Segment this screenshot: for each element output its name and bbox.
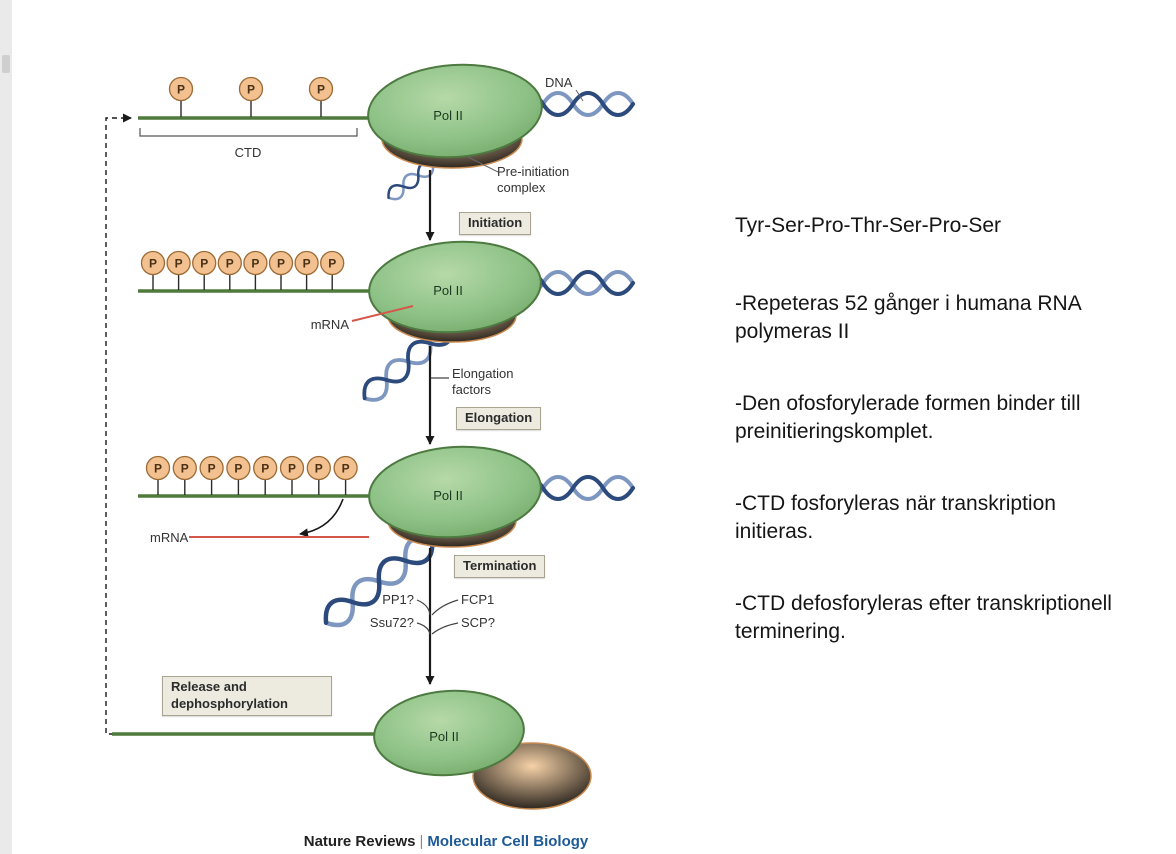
phosphate-icon <box>308 76 334 102</box>
scp-label: SCP? <box>461 615 495 630</box>
phosphate-icon <box>199 455 224 481</box>
phosphate-icon <box>268 250 294 276</box>
scp-connector <box>431 622 459 635</box>
ssu72-label: Ssu72? <box>370 615 414 630</box>
phosphate-label: P <box>149 257 157 271</box>
pol2-label: Pol II <box>433 283 463 298</box>
phosphate-label: P <box>288 462 296 476</box>
phosphate-icon <box>226 455 251 481</box>
phosphate-icon <box>238 76 264 102</box>
phosphate-icon <box>172 455 197 481</box>
phosphate-label: P <box>208 462 216 476</box>
pol2-label: Pol II <box>433 488 463 503</box>
pre-initiation-complex-label: Pre-initiation complex <box>497 164 570 196</box>
phosphate-icon <box>217 250 242 276</box>
phosphate-label: P <box>154 462 162 476</box>
stage-initiation: Pol II mRNA P P P P P P P P <box>138 240 635 409</box>
phosphate-label: P <box>226 257 234 271</box>
notes-bullet: -Den ofosforylerade formen binder till p… <box>735 392 1081 443</box>
ssu72-connector <box>416 622 431 635</box>
phosphate-label: P <box>181 462 189 476</box>
phosphate-label: P <box>247 83 255 97</box>
pol2-enzyme-shape <box>368 445 542 539</box>
caption-journal: Nature Reviews <box>303 833 416 850</box>
phosphate-icon <box>168 76 194 102</box>
caption-separator: | <box>419 833 424 850</box>
notes-bullet: -CTD defosforyleras efter transkriptione… <box>735 592 1112 643</box>
notes-bullet: -CTD fosforyleras när transkription init… <box>735 492 1056 543</box>
phosphate-icon <box>145 455 171 481</box>
phosphate-label: P <box>303 257 311 271</box>
phosphate-icon <box>140 250 166 276</box>
stage-release: Pol II <box>112 689 592 810</box>
dna-label: DNA <box>545 75 573 90</box>
mrna-label: mRNA <box>311 317 350 332</box>
pp1-connector <box>416 599 431 616</box>
preinit-leader-line <box>467 156 499 173</box>
stage-preinitiation: Pol II DNA CTD P P P <box>138 63 635 205</box>
caption-title: Molecular Cell Biology <box>427 833 589 850</box>
phosphate-label: P <box>234 462 242 476</box>
phosphate-label: P <box>251 257 259 271</box>
phosphate-icon <box>166 250 191 276</box>
pol2-label: Pol II <box>433 108 463 123</box>
fcp1-connector <box>431 599 459 616</box>
pol2-enzyme-shape <box>373 689 525 777</box>
phosphate-icon <box>192 250 217 276</box>
phosphate-label: P <box>317 83 325 97</box>
pol2-enzyme-shape <box>368 240 542 334</box>
phosphate-icon <box>279 455 305 481</box>
phosphate-label: P <box>177 83 185 97</box>
dna-leader-line <box>575 89 584 102</box>
page-left-margin <box>0 0 12 854</box>
mrna-strand <box>351 305 414 322</box>
initiation-step-label: Initiation <box>459 212 532 235</box>
fcp1-label: FCP1 <box>461 592 494 607</box>
phosphate-icon <box>306 455 331 481</box>
ctd-bracket <box>139 128 358 137</box>
figure-caption: Nature Reviews|Molecular Cell Biology <box>236 833 656 850</box>
notes-panel: Tyr-Ser-Pro-Thr-Ser-Pro-Ser -Repeteras 5… <box>735 212 1113 690</box>
pol2-label: Pol II <box>429 729 459 744</box>
elongation-factors-label: Elongation factors <box>452 366 514 398</box>
pol2-enzyme-shape <box>367 63 543 159</box>
phosphate-icon <box>294 250 319 276</box>
elongation-step-label: Elongation <box>456 407 542 430</box>
phosphate-label: P <box>342 462 350 476</box>
pp1-label: PP1? <box>382 592 414 607</box>
termination-step-label: Termination <box>454 555 546 578</box>
phosphate-label: P <box>175 257 183 271</box>
margin-mark <box>2 55 10 73</box>
phosphate-label: P <box>277 257 285 271</box>
recycle-dashed-arrow <box>105 113 132 735</box>
release-step-label: Release and dephosphorylation <box>162 676 332 716</box>
phosphate-label: P <box>315 462 323 476</box>
mrna-label: mRNA <box>150 530 189 545</box>
notes-bullet: -Repeteras 52 gånger i humana RNA polyme… <box>735 292 1081 343</box>
phosphate-icon <box>243 250 268 276</box>
phosphate-label: P <box>328 257 336 271</box>
phosphate-label: P <box>200 257 208 271</box>
mrna-release-arrow <box>299 498 344 538</box>
notes-heading: Tyr-Ser-Pro-Thr-Ser-Pro-Ser <box>735 214 1002 237</box>
stage-elongation: Pol II mRNA P P P P P P P P <box>138 445 635 632</box>
ctd-label: CTD <box>235 145 262 160</box>
phosphate-icon <box>253 455 278 481</box>
phosphate-icon <box>333 455 358 481</box>
phosphate-icon <box>320 250 345 276</box>
phosphate-label: P <box>261 462 269 476</box>
